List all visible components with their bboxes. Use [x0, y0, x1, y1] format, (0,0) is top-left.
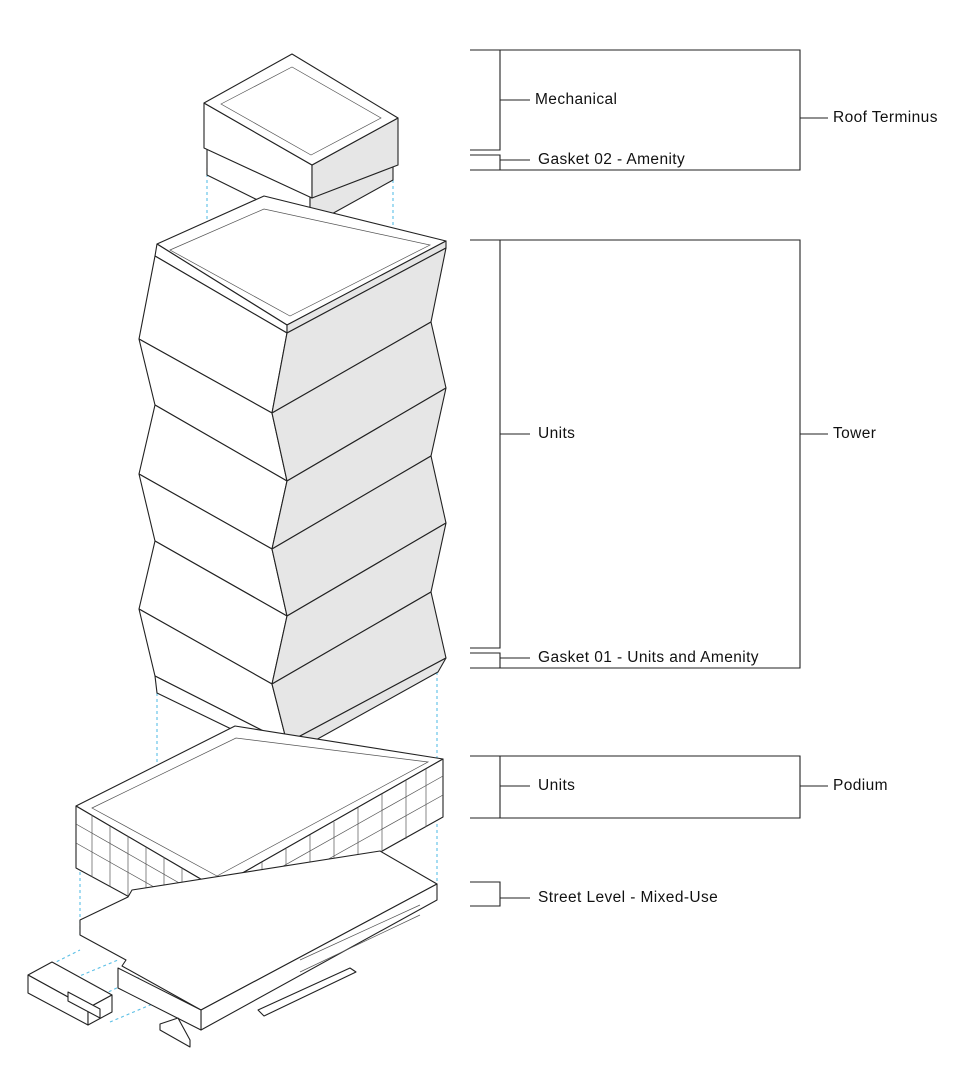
street-level-volume	[27, 850, 438, 1048]
label-tower-units: Units	[538, 425, 576, 442]
bracket-gasket-01	[470, 652, 530, 669]
label-mechanical: Mechanical	[535, 91, 618, 108]
label-gasket-02: Gasket 02 - Amenity	[538, 151, 686, 168]
label-podium: Podium	[833, 777, 888, 794]
bracket-tower-units	[470, 239, 530, 649]
bracket-street-level	[470, 881, 530, 907]
label-gasket-01: Gasket 01 - Units and Amenity	[538, 649, 759, 666]
bracket-mechanical	[470, 49, 530, 151]
bracket-tower	[500, 239, 828, 669]
bracket-gasket-02	[470, 154, 530, 171]
bracket-roof-terminus	[500, 49, 828, 171]
label-podium-units: Units	[538, 777, 576, 794]
bracket-podium-units	[470, 755, 530, 819]
tower-volume	[138, 195, 447, 757]
label-street-level: Street Level - Mixed-Use	[538, 889, 719, 906]
bracket-podium	[500, 755, 828, 819]
label-roof-terminus: Roof Terminus	[833, 109, 938, 126]
label-tower: Tower	[833, 425, 877, 442]
mechanical-volume	[203, 53, 399, 227]
